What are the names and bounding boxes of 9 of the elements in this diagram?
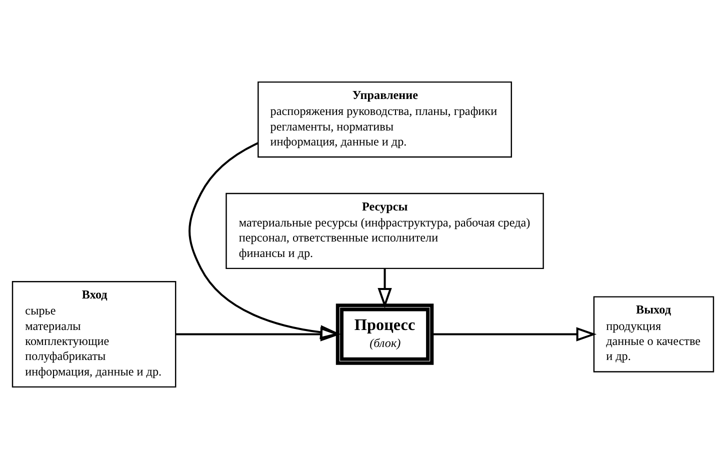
node-box: Процесс (блок): [336, 303, 434, 364]
node-box: Ресурсы материальные ресурсы (инфраструктура, рабочая среда) персонал, ответственные исполнители финансы и др.: [226, 192, 544, 269]
node-box: Управление распоряжения руководства, планы, графики регламенты, нормативы информация, данные и др.: [258, 80, 512, 158]
arrow: [176, 326, 341, 341]
node-box: Выход продукция данные о качестве и др.: [593, 296, 714, 372]
node-box: Вход сырье материалы комплектующие полуфабрикаты информация, данные и др.: [12, 280, 176, 388]
arrow: [378, 268, 392, 308]
arrow: [432, 326, 597, 341]
arrow: [188, 142, 341, 339]
